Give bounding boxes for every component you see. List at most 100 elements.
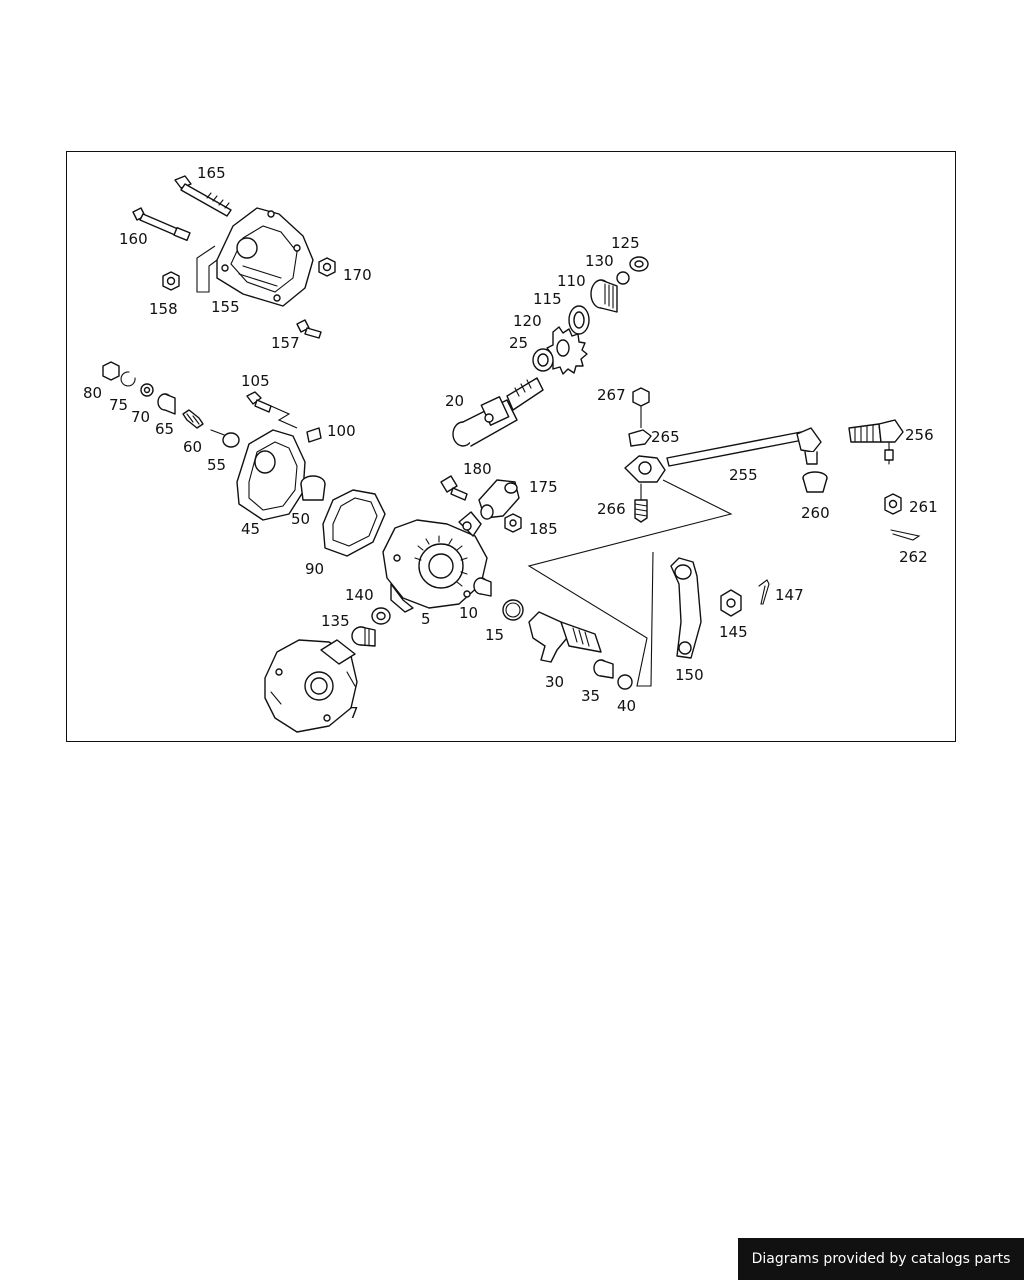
part-lockwasher-120 — [546, 326, 588, 375]
callout-165: 165 — [197, 164, 226, 182]
callout-145: 145 — [719, 623, 748, 641]
callout-265: 265 — [651, 428, 680, 446]
part-pitman-arm-150 — [670, 557, 702, 659]
callout-7: 7 — [349, 704, 359, 722]
callout-120: 120 — [513, 312, 542, 330]
part-bolt-160 — [132, 207, 191, 242]
credit-banner: Diagrams provided by catalogs parts — [738, 1238, 1024, 1280]
callout-65: 65 — [155, 420, 174, 438]
callout-157: 157 — [271, 334, 300, 352]
part-washer-70 — [140, 383, 154, 397]
callout-10: 10 — [459, 604, 478, 622]
part-bushing-50 — [300, 475, 326, 501]
callout-261: 261 — [909, 498, 938, 516]
part-sector-shaft-30 — [528, 611, 602, 663]
callout-147: 147 — [775, 586, 804, 604]
part-tie-rod-255 — [624, 427, 822, 483]
part-nut-267 — [632, 387, 650, 407]
part-lower-housing-7 — [264, 639, 358, 733]
part-gasket-90 — [322, 489, 386, 557]
callout-25: 25 — [509, 334, 528, 352]
part-o-ring-15 — [502, 599, 524, 621]
part-nut-145 — [720, 589, 742, 617]
callout-40: 40 — [617, 697, 636, 715]
part-gear-housing-5 — [382, 511, 488, 613]
callout-140: 140 — [345, 586, 374, 604]
callout-115: 115 — [533, 290, 562, 308]
part-clamp-265 — [628, 429, 652, 447]
part-nut-261 — [884, 493, 902, 515]
part-nut-80 — [102, 361, 120, 381]
callout-130: 130 — [585, 252, 614, 270]
callout-60: 60 — [183, 438, 202, 456]
callout-185: 185 — [529, 520, 558, 538]
callout-125: 125 — [611, 234, 640, 252]
part-bolt-165 — [174, 175, 232, 217]
part-joint-175 — [478, 479, 520, 520]
part-ring-40 — [617, 674, 633, 690]
part-screw-157 — [296, 319, 322, 339]
part-housing-cover-45 — [236, 429, 306, 521]
part-nut-158 — [162, 271, 180, 291]
callout-262: 262 — [899, 548, 928, 566]
part-screw-180 — [440, 475, 468, 501]
part-nut-185 — [504, 513, 522, 533]
part-boot-260 — [802, 471, 828, 493]
callout-160: 160 — [119, 230, 148, 248]
callout-15: 15 — [485, 626, 504, 644]
part-screw-105 — [246, 391, 272, 413]
callout-255: 255 — [729, 466, 758, 484]
part-nut-170 — [318, 257, 336, 277]
part-bushing-35 — [593, 659, 614, 679]
callout-267: 267 — [597, 386, 626, 404]
callout-45: 45 — [241, 520, 260, 538]
callout-256: 256 — [905, 426, 934, 444]
callout-158: 158 — [149, 300, 178, 318]
parts-diagram-canvas: 165 160 158 155 170 157 125 130 110 115 … — [83, 164, 938, 733]
part-cover-155 — [216, 207, 314, 307]
part-cotter-pin-147 — [758, 579, 770, 605]
part-ring-125 — [629, 256, 649, 272]
callout-80: 80 — [83, 384, 102, 402]
callout-175: 175 — [529, 478, 558, 496]
leader-line-105 — [270, 405, 298, 429]
part-plug-55 — [210, 429, 240, 448]
callout-150: 150 — [675, 666, 704, 684]
callout-105: 105 — [241, 372, 270, 390]
part-ring-140 — [371, 607, 391, 625]
part-bushing-110 — [590, 279, 618, 313]
credit-text: Diagrams provided by catalogs parts — [751, 1251, 1011, 1267]
callout-35: 35 — [581, 687, 600, 705]
leader-line-155 — [196, 245, 218, 293]
callout-135: 135 — [321, 612, 350, 630]
part-ring-130 — [616, 271, 630, 285]
callout-266: 266 — [597, 500, 626, 518]
part-tie-rod-end-256 — [848, 419, 904, 465]
part-bearing-25 — [532, 348, 554, 372]
part-plug-100 — [306, 427, 322, 443]
part-bearing-10 — [473, 577, 492, 597]
callout-75: 75 — [109, 396, 128, 414]
part-bolt-266 — [634, 483, 648, 523]
part-shaft-20 — [452, 377, 544, 447]
part-cotter-pin-262 — [890, 529, 921, 541]
part-washer-115 — [568, 305, 590, 335]
callout-30: 30 — [545, 673, 564, 691]
part-bearing-135 — [351, 626, 376, 647]
leader-line-150 — [527, 479, 733, 687]
callout-50: 50 — [291, 510, 310, 528]
callout-70: 70 — [131, 408, 150, 426]
callout-180: 180 — [463, 460, 492, 478]
callout-5: 5 — [421, 610, 431, 628]
callout-170: 170 — [343, 266, 372, 284]
part-snap-ring-75 — [120, 371, 136, 387]
callout-100: 100 — [327, 422, 356, 440]
callout-55: 55 — [207, 456, 226, 474]
part-seal-65 — [157, 393, 176, 415]
exploded-parts-diagram: 165 160 158 155 170 157 125 130 110 115 … — [66, 151, 956, 742]
callout-110: 110 — [557, 272, 586, 290]
callout-90: 90 — [305, 560, 324, 578]
callout-155: 155 — [211, 298, 240, 316]
callout-260: 260 — [801, 504, 830, 522]
part-spring-60 — [182, 409, 204, 429]
